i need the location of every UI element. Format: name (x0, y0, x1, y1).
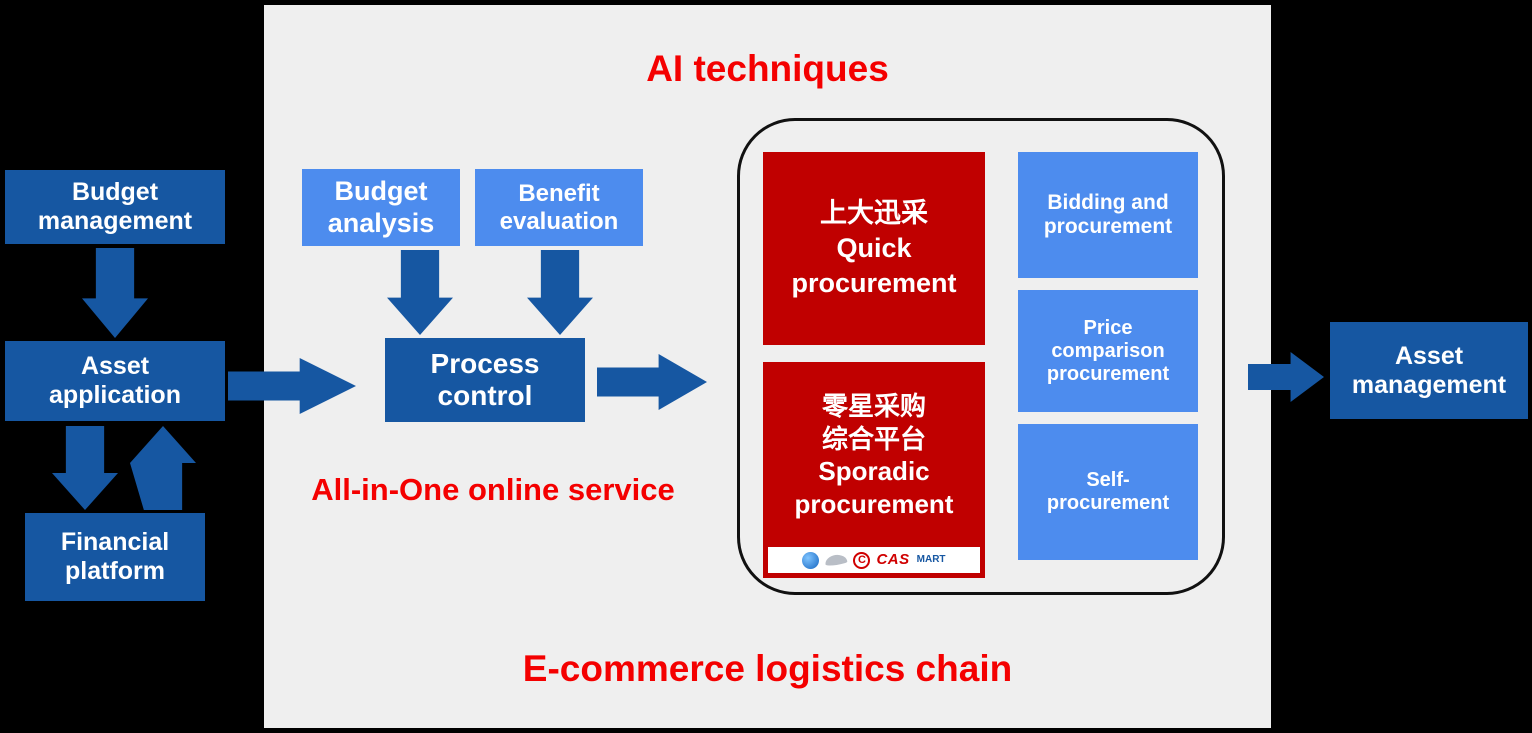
asset-application-box: Asset application (5, 341, 225, 421)
quick-procurement-cn: 上大迅采 (820, 197, 928, 228)
financial-platform-box: Financial platform (25, 513, 205, 601)
casmart-wordmark-cas: CAS (876, 550, 910, 568)
price-comparison-procurement-box: Price comparison procurement (1018, 290, 1198, 412)
self-procurement-box: Self-procurement (1018, 424, 1198, 560)
bidding-procurement-box: Bidding and procurement (1018, 152, 1198, 278)
globe-icon (802, 551, 820, 569)
arrow-budget-to-asset (82, 248, 148, 338)
casmart-logo-strip: C CAS MART (768, 547, 980, 573)
sporadic-procurement-box: 零星采购 综合平台 Sporadic procurement C CAS MAR… (763, 362, 985, 578)
casmart-wordmark-mart: MART (916, 553, 946, 565)
quick-procurement-box: 上大迅采 Quick procurement (763, 152, 985, 345)
sporadic-procurement-cn2: 综合平台 (821, 423, 926, 454)
sporadic-procurement-en: Sporadic procurement (794, 456, 954, 519)
procurement-platform-group (737, 118, 1225, 595)
copyright-icon: C (853, 551, 871, 569)
quick-procurement-en: Quick procurement (791, 232, 957, 299)
wing-icon (824, 553, 849, 567)
budget-management-box: Budget management (5, 170, 225, 244)
ai-techniques-title: AI techniques (646, 48, 889, 89)
asset-management-box: Asset management (1330, 322, 1528, 419)
benefit-evaluation-box: Benefit evaluation (475, 169, 643, 246)
ecommerce-logistics-chain-label: E-commerce logistics chain (522, 648, 1013, 689)
all-in-one-service-label: All-in-One online service (311, 472, 675, 507)
process-control-box: Process control (385, 338, 585, 422)
arrow-financial-to-asset (130, 426, 196, 510)
sporadic-procurement-cn1: 零星采购 (821, 391, 926, 421)
arrow-asset-to-financial (52, 426, 118, 510)
budget-analysis-box: Budget analysis (302, 169, 460, 246)
